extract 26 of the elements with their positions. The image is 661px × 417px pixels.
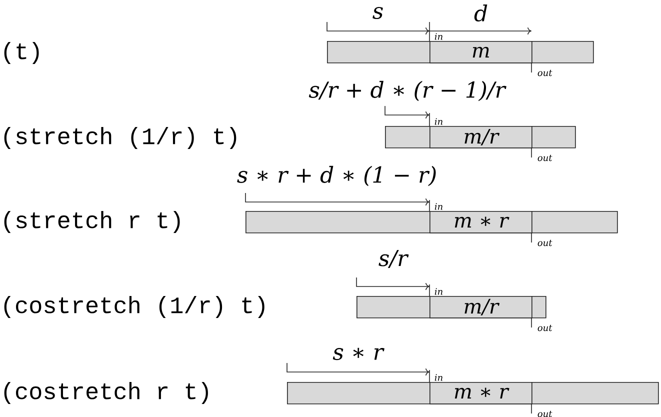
dimension-label: s ∗ r xyxy=(332,348,384,360)
dimension-label: s ∗ r + d ∗ (1 − r) xyxy=(237,166,436,186)
code-label: (t) xyxy=(4,42,39,64)
code-label: (costretch r t) xyxy=(4,382,208,404)
segment-box: m ∗ r xyxy=(430,382,532,404)
dimension-label: d xyxy=(474,4,488,22)
code-label: (stretch (1/r) t) xyxy=(4,127,236,149)
tick-label: in xyxy=(434,33,442,40)
tick-label: out xyxy=(538,240,552,246)
dimension-label: s xyxy=(372,6,383,20)
segment-box: m/r xyxy=(430,126,532,148)
segment-box: m xyxy=(430,41,532,64)
tick-label: in xyxy=(434,118,442,125)
segment-box: m/r xyxy=(430,296,532,318)
tick-label: out xyxy=(538,410,552,417)
tick-label: in xyxy=(434,203,442,210)
tick-label: out xyxy=(538,324,552,332)
dimension-label: s/r + d ∗ (r − 1)/r xyxy=(308,80,506,102)
tick-label: in xyxy=(434,288,442,295)
code-label: (stretch r t) xyxy=(4,211,180,233)
code-label: (costretch (1/r) t) xyxy=(4,296,264,318)
tick-label: out xyxy=(538,154,552,162)
segment-box: m ∗ r xyxy=(430,210,532,234)
tick-label: out xyxy=(538,70,552,76)
tick-label: in xyxy=(434,374,442,381)
dimension-label: s/r xyxy=(378,250,409,268)
